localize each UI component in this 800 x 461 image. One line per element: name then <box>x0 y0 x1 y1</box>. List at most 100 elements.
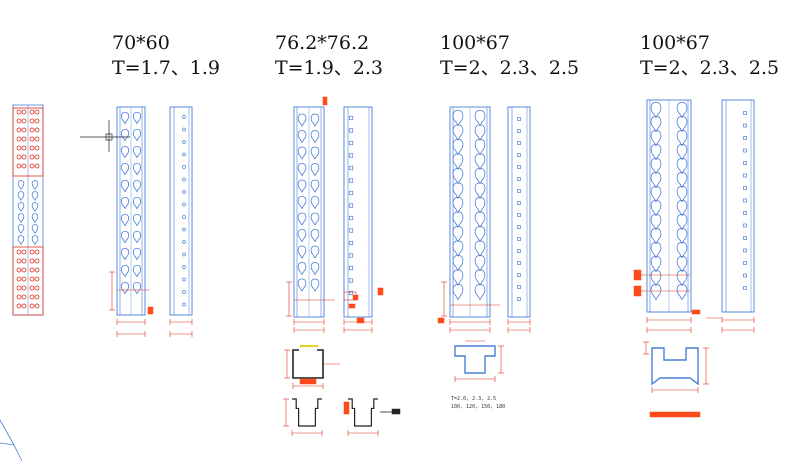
left-upright-highlight-top <box>12 107 44 177</box>
keyhole-slot <box>121 213 129 227</box>
keyhole-slot <box>297 130 307 144</box>
highlight-hole <box>34 276 40 282</box>
corner-mark <box>0 442 15 446</box>
keyhole-slot <box>310 146 320 160</box>
highlight-hole <box>34 163 40 169</box>
section-2-profile <box>292 349 324 379</box>
side-round-hole <box>182 302 186 307</box>
keyhole-slot <box>31 224 39 235</box>
highlight-hole <box>34 118 40 124</box>
keyhole-slot <box>452 225 464 243</box>
keyhole-slot <box>676 227 688 245</box>
keyhole-slot <box>676 185 688 203</box>
keyhole-slot <box>452 254 464 272</box>
highlight-hole <box>34 127 40 133</box>
side-square-hole <box>348 240 354 246</box>
marker-fill <box>322 96 328 106</box>
side-square-hole <box>348 290 354 296</box>
highlight-hole <box>21 118 27 124</box>
keyhole-slot <box>650 213 662 231</box>
keyhole-slot <box>474 283 486 301</box>
keyhole-slot <box>121 111 129 125</box>
highlight-hole <box>29 154 35 160</box>
profile-thickness-4: T=2、2.3、2.5 <box>640 57 780 79</box>
keyhole-slot <box>452 153 464 170</box>
side-round-hole <box>182 265 186 269</box>
keyhole-slot <box>676 213 688 231</box>
marker-fill <box>356 317 365 324</box>
keyhole-slot <box>676 283 688 301</box>
highlight-hole <box>29 118 35 124</box>
keyhole-slot <box>452 196 464 214</box>
keyhole-slot <box>452 182 464 199</box>
keyhole-slot <box>121 230 129 244</box>
side-round-hole <box>182 240 186 244</box>
highlight-hole <box>16 163 22 169</box>
highlight-hole <box>16 303 22 309</box>
side-square-hole <box>743 148 747 153</box>
highlight-hole <box>29 136 35 142</box>
left-upright-highlight-bottom <box>12 246 44 316</box>
keyhole-slot <box>121 247 129 261</box>
keyhole-slot <box>133 111 141 125</box>
highlight-hole <box>21 163 27 169</box>
keyhole-slot <box>310 278 320 292</box>
keyhole-slot <box>676 241 688 259</box>
highlight-hole <box>29 127 35 133</box>
side-square-hole <box>743 236 747 240</box>
keyhole-slot <box>133 145 141 159</box>
keyhole-slot <box>650 185 662 203</box>
side-square-hole <box>743 223 747 228</box>
highlight-hole <box>34 303 40 309</box>
side-square-hole <box>517 225 521 229</box>
keyhole-slot <box>121 281 129 295</box>
marker-fill <box>299 378 317 385</box>
keyhole-slot <box>121 145 129 159</box>
highlight-hole <box>21 154 27 160</box>
side-square-hole <box>743 136 747 140</box>
keyhole-slot <box>650 157 662 175</box>
keyhole-slot <box>31 191 39 202</box>
keyhole-slot <box>121 179 129 193</box>
keyhole-slot <box>133 196 141 210</box>
keyhole-slot <box>17 235 25 246</box>
section-3-note-widths: 100, 120, 150, 180 <box>451 404 506 410</box>
corner-mark <box>0 419 15 446</box>
marker-fill <box>633 269 642 281</box>
keyhole-slot <box>650 199 662 217</box>
corner-mark <box>13 444 23 461</box>
keyhole-slot <box>310 212 320 226</box>
highlight-hole <box>34 154 40 160</box>
marker-fill <box>691 309 701 315</box>
highlight-hole <box>21 267 27 273</box>
keyhole-slot <box>650 143 662 161</box>
highlight-hole <box>29 303 35 309</box>
profile-size-1: 70*60 <box>112 32 170 54</box>
keyhole-slot <box>650 227 662 245</box>
side-square-hole <box>517 189 521 193</box>
keyhole-slot <box>133 162 141 176</box>
highlight-hole <box>29 249 35 255</box>
keyhole-slot <box>650 255 662 273</box>
keyhole-slot <box>133 281 141 295</box>
section-3-note-thickness: T=2.0, 2.3, 2.5 <box>451 396 497 402</box>
highlight-hole <box>16 267 22 273</box>
keyhole-slot <box>297 245 307 259</box>
keyhole-slot <box>17 191 25 202</box>
keyhole-slot <box>310 229 320 243</box>
side-square-hole <box>517 237 521 241</box>
keyhole-slot <box>452 138 464 156</box>
keyhole-slot <box>133 230 141 244</box>
dimension-lines <box>109 271 755 436</box>
highlight-hole <box>29 109 35 115</box>
highlight-hole <box>21 127 27 133</box>
keyhole-slot <box>474 254 486 272</box>
highlight-hole <box>16 276 22 282</box>
side-square-hole <box>348 265 354 271</box>
side-round-hole <box>182 165 186 169</box>
upright-side-outline <box>507 106 531 318</box>
upright-side-outline <box>721 99 755 313</box>
side-round-hole <box>182 202 186 207</box>
keyhole-slot <box>310 179 320 193</box>
side-square-hole <box>743 211 747 215</box>
